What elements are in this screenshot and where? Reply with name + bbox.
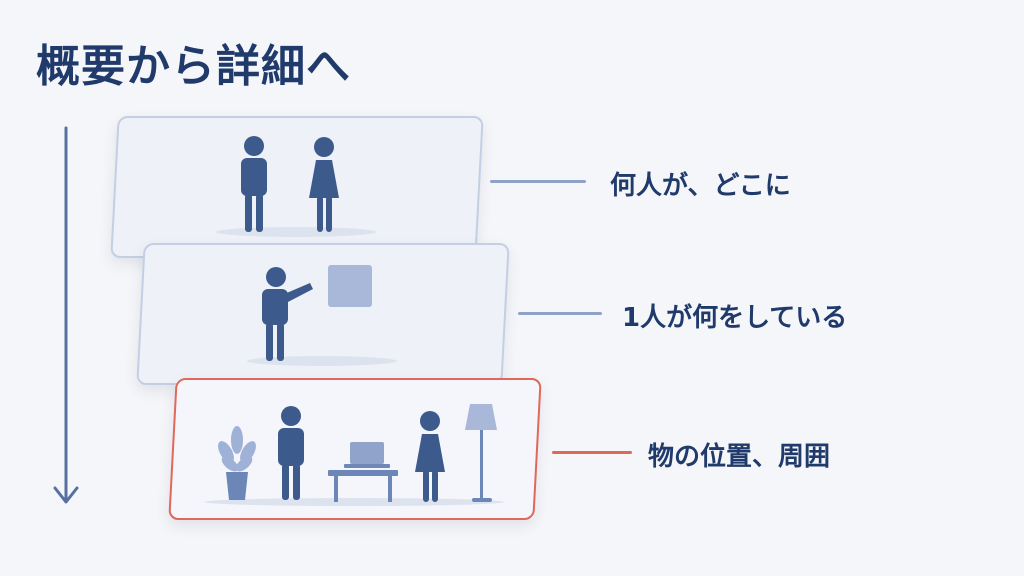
connector-line-2 xyxy=(518,312,602,315)
person-woman-icon xyxy=(415,411,445,502)
floor-lamp-icon xyxy=(465,404,497,502)
overview-scene xyxy=(216,136,376,237)
person-pointing-icon xyxy=(262,267,313,361)
plant-icon xyxy=(218,426,256,500)
level-2-label: 1人が何をしている xyxy=(622,303,848,333)
person-man-icon xyxy=(278,406,304,500)
board-icon xyxy=(328,265,372,307)
overview-card xyxy=(110,116,484,258)
down-arrow-icon xyxy=(53,126,79,504)
action-scene xyxy=(247,265,397,366)
connector-line-1 xyxy=(490,180,586,183)
person-woman-icon xyxy=(309,137,339,232)
detail-card xyxy=(168,378,542,520)
page-title: 概要から詳細へ xyxy=(36,41,351,92)
connector-line-3 xyxy=(552,451,632,454)
person-man-icon xyxy=(241,136,267,232)
level-1-label: 何人が、どこに xyxy=(610,171,791,201)
action-card xyxy=(136,243,510,385)
desk-laptop-icon xyxy=(328,442,398,502)
detail-scene xyxy=(204,404,504,506)
level-3-label: 物の位置、周囲 xyxy=(648,442,831,472)
